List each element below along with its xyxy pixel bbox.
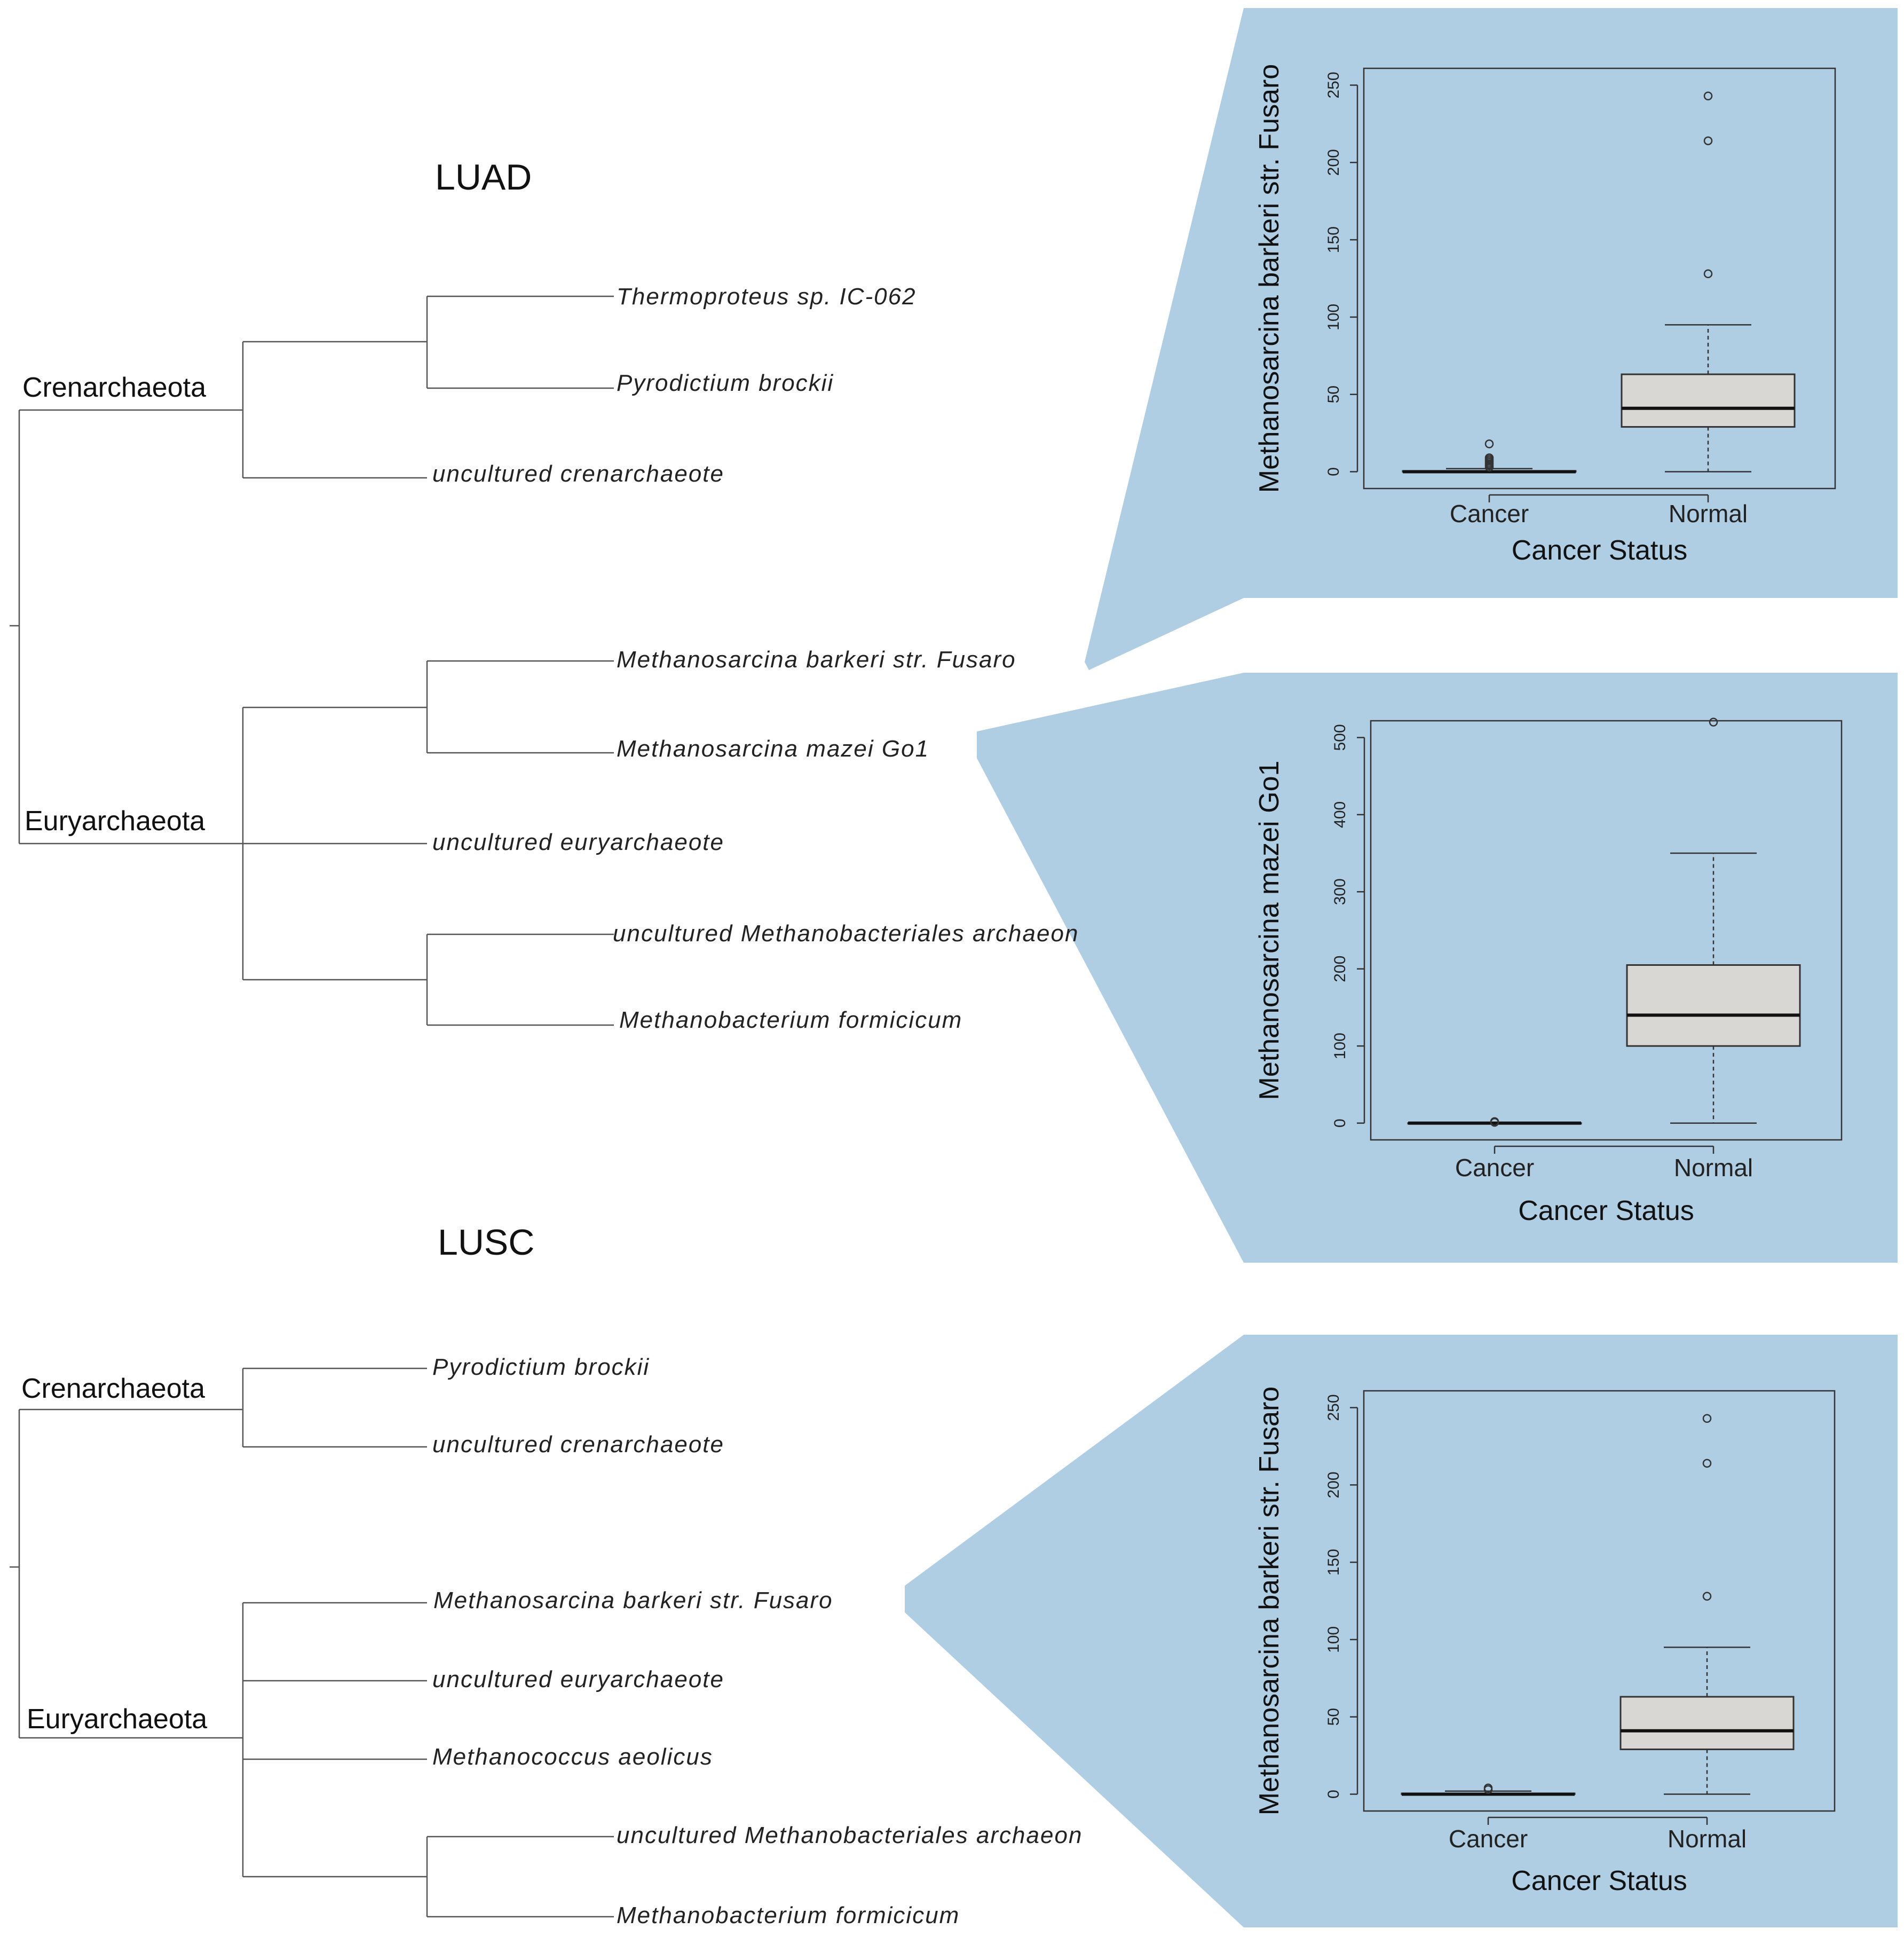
leaf-label: uncultured Methanobacteriales archaeon [613,920,1079,947]
leaf-label: Methanosarcina mazei Go1 [617,736,929,762]
x-axis-title: Cancer Status [1512,535,1688,566]
y-tick-label: 100 [1331,1033,1349,1059]
y-tick-label: 200 [1325,1471,1342,1498]
x-tick-label: Normal [1674,1154,1753,1182]
x-tick-label: Normal [1669,500,1748,527]
y-tick-label: 50 [1325,1708,1342,1726]
y-tick-label: 150 [1325,1549,1342,1576]
leaf-label: Thermoproteus sp. IC-062 [617,284,917,310]
luad-title: LUAD [435,157,532,198]
plot-frame [1363,67,1836,490]
leaf-label: uncultured euryarchaeote [432,1666,724,1692]
box [1621,373,1796,428]
phylum-label: Crenarchaeota [21,1373,205,1404]
y-tick-label: 0 [1325,467,1342,476]
y-tick-label: 0 [1325,1790,1342,1799]
box [1626,964,1801,1047]
y-tick-label: 250 [1325,1394,1342,1421]
y-tick-label: 150 [1325,226,1342,253]
outlier-point [1702,1414,1712,1423]
outlier-point [1709,718,1718,727]
outlier-point [1703,91,1713,101]
y-tick-label: 300 [1331,878,1349,905]
plot-frame [1363,1390,1836,1812]
y-tick-label: 500 [1331,724,1349,751]
y-tick-label: 400 [1331,801,1349,828]
y-tick-label: 0 [1331,1119,1349,1128]
y-axis-title: Methanosarcina mazei Go1 [1254,761,1285,1100]
luad-tree: LUAD Crenarchaeota Euryarchaeota Thermop… [10,157,1079,1033]
leaf-label: Pyrodictium brockii [617,370,834,396]
outlier-point [1703,136,1713,145]
x-tick-label: Cancer [1455,1154,1534,1182]
y-tick-label: 50 [1325,385,1342,403]
x-tick-label: Cancer [1449,1825,1528,1853]
outlier-point [1490,1117,1499,1126]
x-tick-label: Normal [1668,1825,1747,1853]
leaf-label: Methanobacterium formicicum [617,1902,960,1928]
x-tick-label: Cancer [1450,500,1529,527]
leaf-label: uncultured crenarchaeote [432,461,724,487]
outlier-point [1484,453,1494,462]
y-axis-title: Methanosarcina barkeri str. Fusaro [1254,1387,1285,1815]
phylum-label: Euryarchaeota [27,1704,207,1735]
y-tick-label: 100 [1325,1626,1342,1653]
leaf-label: Methanosarcina barkeri str. Fusaro [617,647,1016,673]
y-tick-label: 100 [1325,304,1342,330]
y-tick-label: 200 [1331,956,1349,982]
leaf-label: Methanococcus aeolicus [432,1744,713,1770]
outlier-point [1703,269,1713,279]
callout-luad-barkeri [1085,8,1898,670]
y-tick-label: 200 [1325,149,1342,176]
leaf-label: uncultured euryarchaeote [432,829,724,855]
outlier-point [1702,1459,1712,1468]
phylum-label: Crenarchaeota [22,372,206,403]
leaf-label: uncultured Methanobacteriales archaeon [617,1822,1083,1848]
leaf-label: Methanosarcina barkeri str. Fusaro [433,1587,833,1613]
callout-lusc-barkeri [905,1335,1898,1927]
leaf-label: Methanobacterium formicicum [619,1007,962,1033]
plot-frame [1370,720,1843,1141]
leaf-label: uncultured crenarchaeote [432,1431,724,1458]
y-tick-label: 250 [1325,72,1342,98]
outlier-point [1483,1783,1493,1793]
x-axis-title: Cancer Status [1518,1195,1694,1226]
outlier-point [1702,1592,1712,1601]
x-axis-title: Cancer Status [1511,1865,1687,1896]
phylum-label: Euryarchaeota [25,806,205,837]
box [1619,1696,1795,1751]
leaf-label: Pyrodictium brockii [432,1354,650,1380]
lusc-tree: LUSC Crenarchaeota Euryarchaeota Pyrodic… [10,1222,1083,1928]
outlier-point [1484,439,1494,448]
y-axis-title: Methanosarcina barkeri str. Fusaro [1254,64,1285,493]
lusc-title: LUSC [438,1222,534,1263]
